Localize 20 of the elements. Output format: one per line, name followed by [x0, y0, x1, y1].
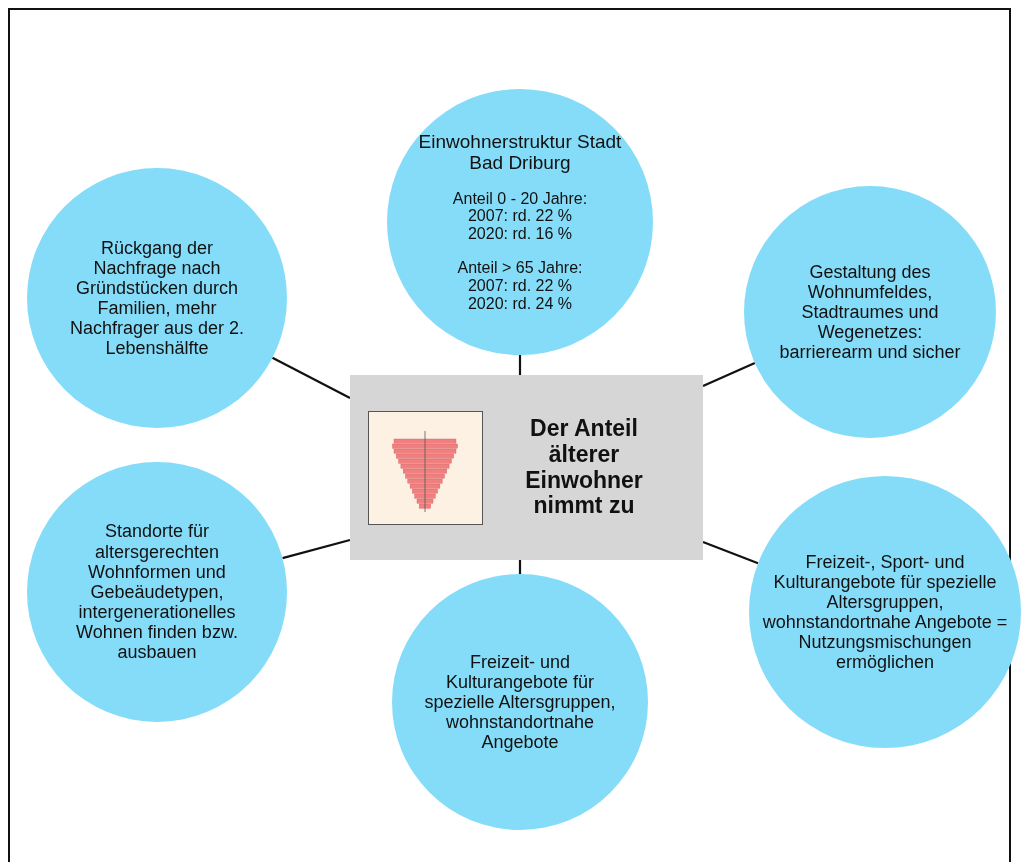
circle-text: 2007: rd. 22 % — [467, 277, 573, 296]
circle-text: Anteil 0 - 20 Jahre: — [452, 189, 588, 208]
circle-text: Gestaltung des Wohnumfeldes, Stadtraumes und Wegenetzes: barrierearm und sicher — [778, 261, 962, 363]
circle-text: Freizeit- und Kulturangebote für spezielle Altersgruppen, wohnstandortnahe Angebote — [423, 651, 617, 753]
circle-text: Standorte für altersgerechten Wohnformen und Gebeäudetypen, intergenerationelles Wohnen finden bzw. ausbauen — [75, 521, 239, 663]
circle-text: Freizeit-, Sport- und Kulturangebote für spezielle Altersgruppen, wohnstandortnahe Angebote = Nutzungsmischungen ermöglichen — [761, 551, 1009, 673]
circle-text: 2020: rd. 24 % — [467, 295, 573, 313]
connector-line — [518, 560, 522, 574]
circle-text: 2007: rd. 22 % — [467, 207, 573, 226]
connector-line — [518, 355, 522, 375]
circle-text: Rückgang der Nachfrage nach Gründstücken durch Familien, mehr Nachfrager aus der 2. Lebenshälfte — [68, 237, 246, 359]
connector-line — [282, 538, 351, 560]
central-box — [350, 375, 703, 560]
connector-line — [702, 540, 759, 565]
circle-text: Einwohnerstruktur Stadt Bad Driburg — [417, 131, 623, 174]
connector-line — [271, 356, 351, 399]
central-title: Der Anteil älterer Einwohner nimmt zu — [524, 416, 644, 519]
circle-text: 2020: rd. 16 % — [467, 225, 573, 244]
connector-line — [702, 362, 756, 387]
circle-text: Anteil > 65 Jahre: — [457, 259, 583, 278]
